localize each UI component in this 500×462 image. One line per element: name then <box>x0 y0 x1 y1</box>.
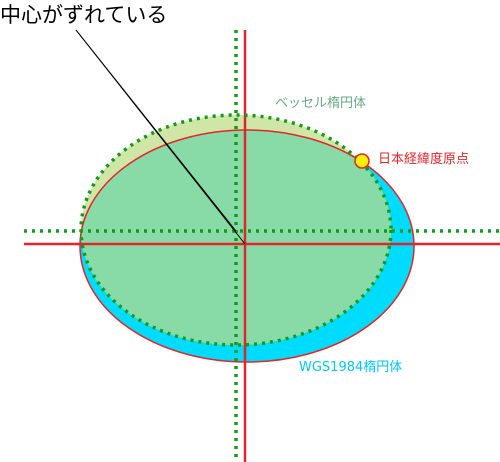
bessel-ellipsoid-outline <box>79 113 393 347</box>
datum-origin-label: 日本経緯度原点 <box>378 151 469 167</box>
pointer-to-wgs84-center <box>75 29 246 245</box>
bessel-label: ベッセル楕円体 <box>275 96 366 111</box>
datum-origin-marker <box>354 153 370 169</box>
wgs84-label: WGS1984楕円体 <box>299 360 402 375</box>
wgs84-outline <box>79 129 415 363</box>
offset-caption: 中心がずれている <box>0 3 167 27</box>
